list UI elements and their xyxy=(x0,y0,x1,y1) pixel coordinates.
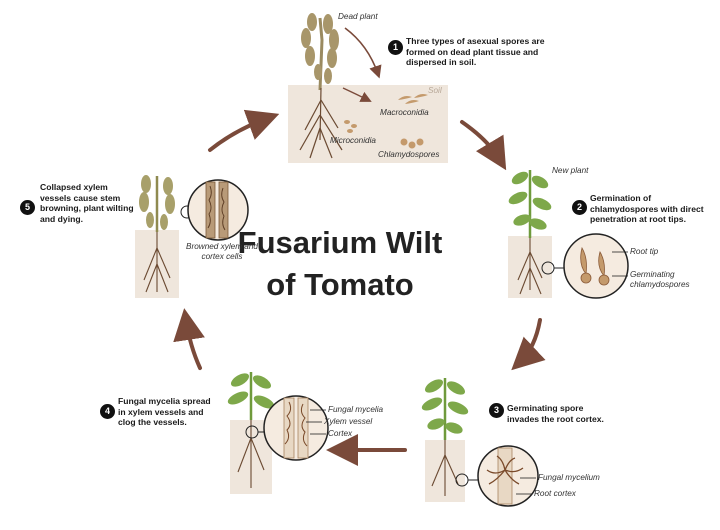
stage2-description: Germination of chlamydospores with direc… xyxy=(590,193,704,225)
cycle-arrows xyxy=(173,109,546,466)
stage5-description: Collapsed xylem vessels cause stem brown… xyxy=(40,182,134,225)
soil-label: Soil xyxy=(428,86,442,95)
stage3-description: Germinating spore invades the root corte… xyxy=(507,403,604,424)
callout-root-tip: Root tip xyxy=(630,247,659,256)
spore-label-microconidia: Microconidia xyxy=(330,136,376,145)
arrow-4-to-5 xyxy=(173,308,205,370)
diagram-title: Fusarium Wilt of Tomato xyxy=(200,222,480,306)
stage1-description: Three types of asexual spores are formed… xyxy=(406,36,545,68)
stage5-number-badge: 5 xyxy=(20,200,35,215)
callout-browned-xylem: Browned xylem and cortex cells xyxy=(186,242,258,261)
stage3-illustration xyxy=(421,378,539,507)
stage1-plant-label: Dead plant xyxy=(338,12,378,21)
stage2-illustration xyxy=(508,170,629,299)
stage1-illustration xyxy=(288,13,448,163)
stage4-illustration xyxy=(227,372,329,494)
stage3-number-badge: 3 xyxy=(489,403,504,418)
callout-xylem-vessel: Xylem vessel xyxy=(324,417,373,426)
stage4-description: Fungal mycelia spread in xylem vessels a… xyxy=(118,396,211,428)
title-line-2: of Tomato xyxy=(266,266,414,302)
stage1-number-badge: 1 xyxy=(388,40,403,55)
stage5-magnifier xyxy=(187,179,249,241)
spore-label-macroconidia: Macroconidia xyxy=(380,108,429,117)
stage4-magnifier xyxy=(263,395,329,461)
title-line-1: Fusarium Wilt xyxy=(237,225,443,260)
stage4-number-badge: 4 xyxy=(100,404,115,419)
stage2-magnifier xyxy=(563,233,629,299)
stage2-number-badge: 2 xyxy=(572,200,587,215)
arrow-2-to-3 xyxy=(511,318,546,371)
callout-fungal-mycelium: Fungal mycelium xyxy=(538,473,600,482)
callout-cortex: Cortex xyxy=(328,429,353,438)
callout-root-cortex: Root cortex xyxy=(534,489,576,498)
spore-label-chlamydospores: Chlamydospores xyxy=(378,150,440,159)
stage2-plant-label: New plant xyxy=(552,166,589,175)
callout-germinating-chlamydospores: Germinating chlamydospores xyxy=(630,270,690,289)
callout-fungal-mycelia: Fungal mycelia xyxy=(328,405,384,414)
arrow-1-to-2 xyxy=(460,120,507,171)
stage5-illustration xyxy=(135,175,249,298)
arrow-5-to-1 xyxy=(208,109,280,152)
